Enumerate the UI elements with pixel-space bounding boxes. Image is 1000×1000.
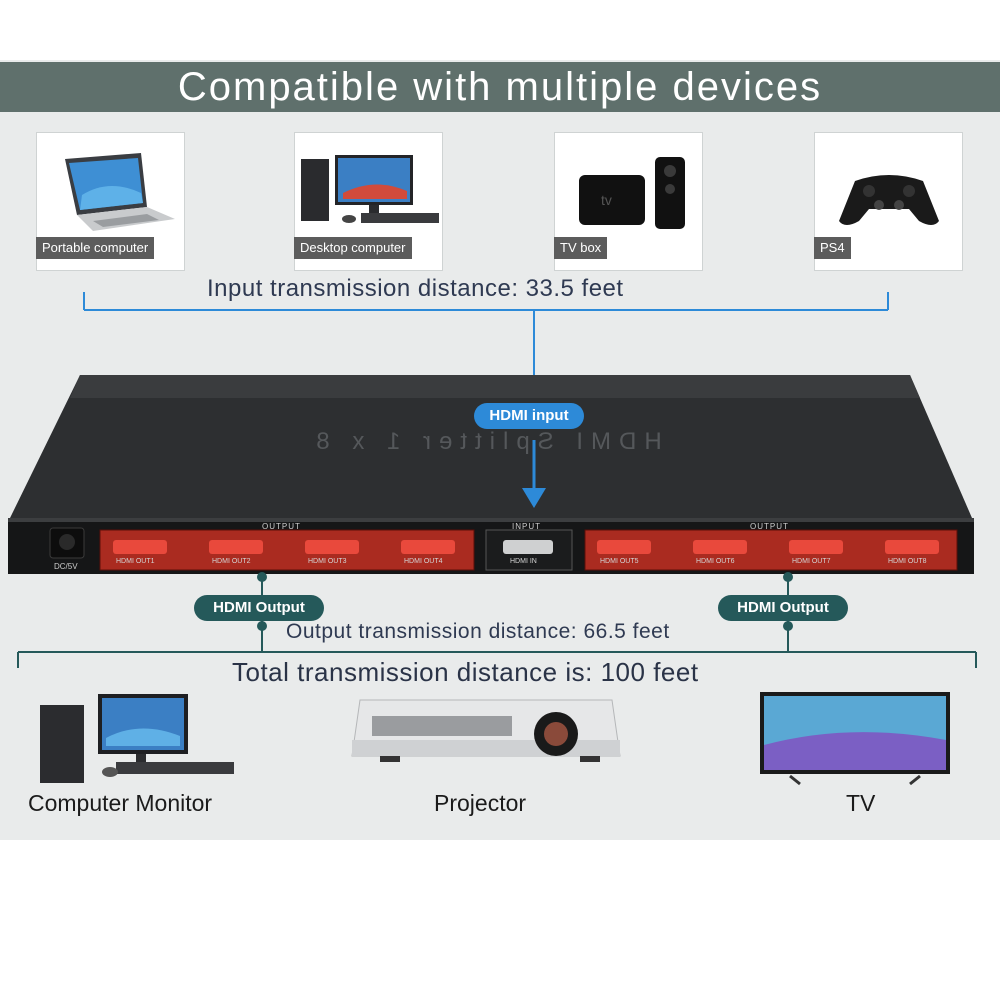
port-label-out1: HDMI OUT1	[116, 558, 155, 565]
output-group-label: OUTPUT	[262, 522, 301, 531]
svg-text:tv: tv	[601, 192, 612, 208]
port-label-out6: HDMI OUT6	[696, 558, 735, 565]
port-label-out2: HDMI OUT2	[212, 558, 251, 565]
output-device-label: Projector	[434, 790, 527, 816]
device-card-ps4: PS4	[814, 132, 963, 271]
device-card-tv-box: tv TV box	[554, 132, 703, 271]
port-label-out5: HDMI OUT5	[600, 558, 639, 565]
input-group-label: INPUT	[512, 522, 541, 531]
hdmi-output-badge-left: HDMI Output	[194, 595, 324, 621]
port-label-in: HDMI IN	[510, 558, 537, 565]
title-banner	[0, 62, 1000, 112]
port-label-out8: HDMI OUT8	[888, 558, 927, 565]
total-distance-label: Total transmission distance is: 100 feet	[232, 657, 699, 687]
device-card-desktop-computer: Desktop computer	[294, 132, 443, 271]
port-label-out7: HDMI OUT7	[792, 558, 831, 565]
laptop-icon	[65, 153, 175, 231]
port-label-out4: HDMI OUT4	[404, 558, 443, 565]
device-label: Portable computer	[36, 237, 155, 259]
output-device-label: Computer Monitor	[28, 790, 213, 816]
output-device-label: TV	[846, 790, 876, 816]
output-group-label: OUTPUT	[750, 522, 789, 531]
hdmi-output-badge-right: HDMI Output	[718, 595, 848, 621]
tv-box-icon: tv	[579, 157, 685, 229]
page-title: Compatible with multiple devices	[177, 65, 823, 109]
power-port-label: DC/5V	[54, 562, 78, 571]
hdmi-input-badge: HDMI input	[474, 403, 584, 429]
device-label: PS4	[814, 237, 851, 259]
device-label: Desktop computer	[294, 237, 412, 259]
gamepad-icon	[839, 175, 939, 225]
device-card-portable-computer: Portable computer	[36, 132, 185, 271]
device-label: TV box	[554, 237, 608, 259]
input-distance-label: Input transmission distance: 33.5 feet	[207, 275, 624, 302]
port-label-out3: HDMI OUT3	[308, 558, 347, 565]
desktop-computer-icon	[301, 155, 439, 223]
output-distance-label: Output transmission distance: 66.5 feet	[286, 620, 670, 643]
